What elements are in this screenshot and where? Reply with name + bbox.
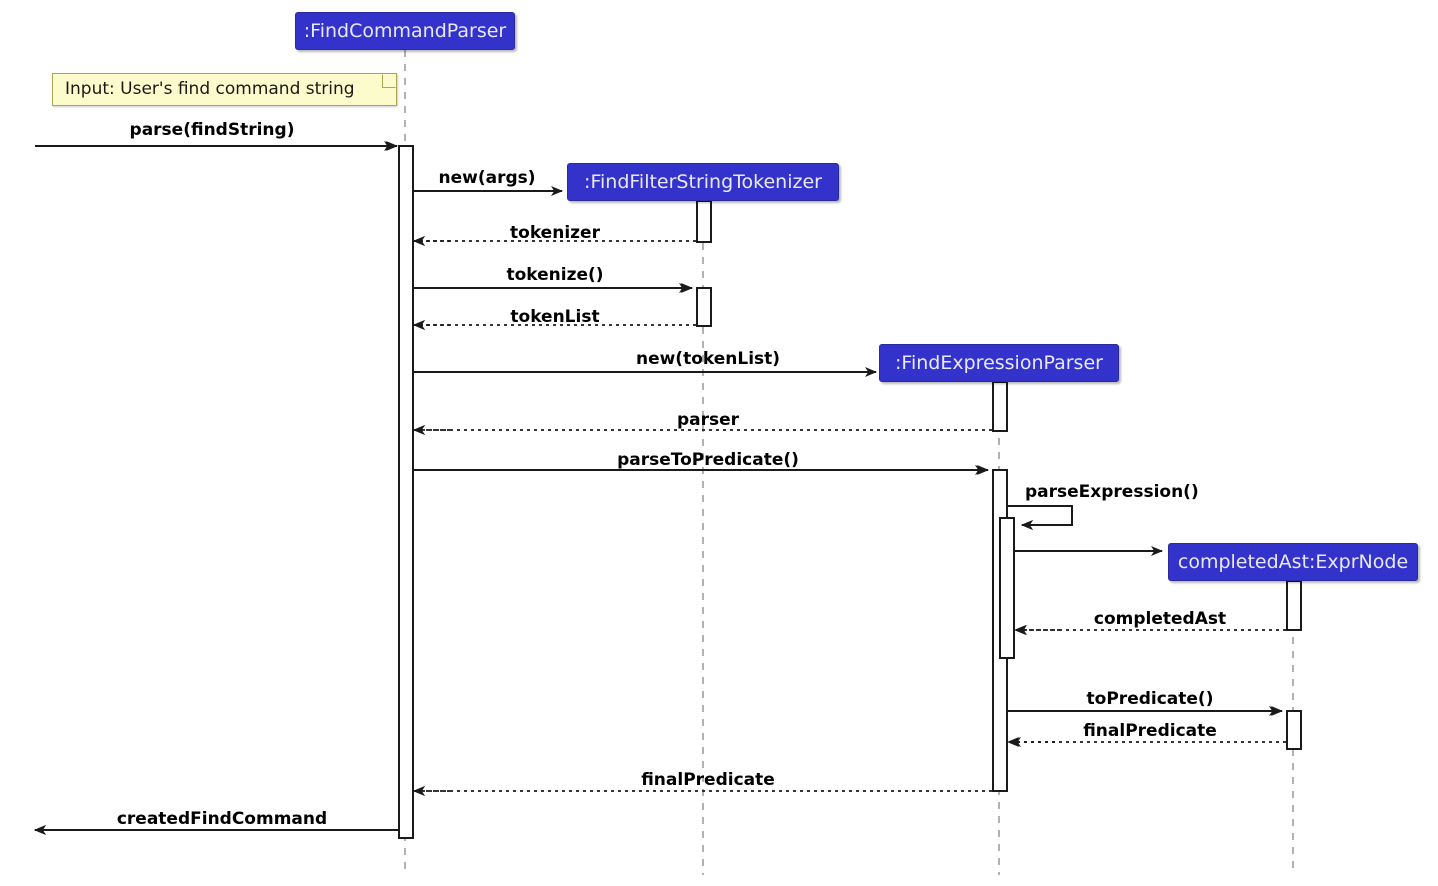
message-label-completedast: completedAst [1093, 609, 1227, 629]
note-text: Input: User's find command string [65, 79, 355, 99]
activation-tokenizer-1 [696, 200, 712, 243]
participant-find-filter-string-tokenizer[interactable]: :FindFilterStringTokenizer [567, 163, 839, 201]
message-label-parser: parser [676, 410, 740, 430]
activation-tokenizer-2 [696, 287, 712, 327]
activation-parser [398, 145, 414, 839]
participant-find-expression-parser[interactable]: :FindExpressionParser [879, 344, 1119, 382]
message-label-createdfindcommand: createdFindCommand [116, 809, 328, 829]
participant-completed-ast-expr-node[interactable]: completedAst:ExprNode [1168, 543, 1418, 581]
message-label-parse: parse(findString) [129, 120, 295, 140]
participant-find-command-parser[interactable]: :FindCommandParser [295, 12, 515, 50]
participant-label: completedAst:ExprNode [1177, 550, 1409, 573]
message-label-finalpredicate-node: finalPredicate [1083, 721, 1217, 741]
activation-exprparser-1 [992, 381, 1008, 432]
arrowheads-overlay [34, 141, 1283, 835]
message-label-finalpredicate: finalPredicate [641, 770, 775, 790]
message-label-new-tokenlist: new(tokenList) [635, 349, 781, 369]
message-label-parseexpression: parseExpression() [1025, 482, 1199, 502]
message-label-tokenize: tokenize() [506, 265, 604, 285]
participant-label: :FindExpressionParser [895, 351, 1103, 374]
activation-exprnode-2 [1286, 710, 1302, 750]
message-label-topredicate: toPredicate() [1086, 689, 1214, 709]
lifelines [404, 50, 1294, 875]
message-label-parsetopredicate: parseToPredicate() [617, 450, 799, 470]
activation-bars [398, 145, 1302, 839]
activation-exprnode-1 [1286, 580, 1302, 631]
note-input-find-command-string: Input: User's find command string [52, 73, 397, 106]
message-label-tokenizer: tokenizer [510, 223, 600, 243]
note-fold-corner [382, 74, 396, 88]
message-label-tokenlist: tokenList [510, 307, 600, 327]
activation-exprparser-nested [999, 517, 1015, 659]
message-label-new-args: new(args) [438, 168, 536, 188]
participant-label: :FindFilterStringTokenizer [584, 170, 822, 193]
message-arrow-parseexpression-self [1007, 505, 1073, 530]
participant-label: :FindCommandParser [303, 19, 507, 42]
